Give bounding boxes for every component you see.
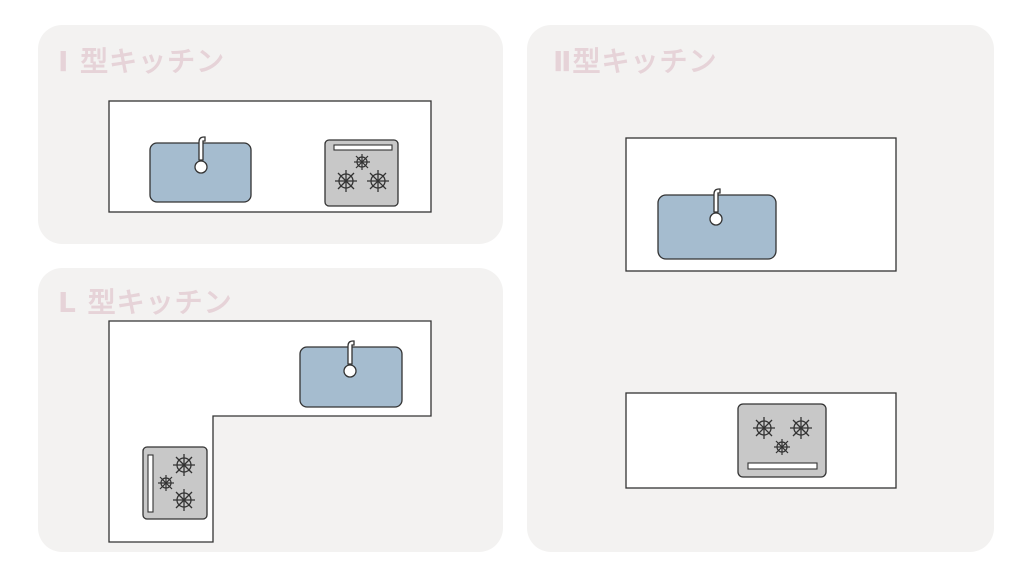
l-type-plan: [108, 320, 432, 543]
panel-title-ii-type: Ⅱ型キッチン: [553, 45, 718, 78]
burner-icon: [157, 474, 175, 492]
burner-icon: [366, 169, 390, 193]
i-type-plan: [108, 100, 432, 213]
gas-stove-icon: [142, 446, 208, 520]
burner-icon: [752, 416, 776, 440]
gas-stove-icon: [737, 403, 827, 478]
panel-title-i-type: I 型キッチン: [58, 45, 226, 78]
gas-stove-icon: [324, 139, 399, 207]
burner-icon: [773, 438, 791, 456]
burner-icon: [353, 153, 371, 171]
burner-icon: [334, 169, 358, 193]
burner-icon: [172, 488, 196, 512]
burner-icon: [789, 416, 813, 440]
panel-title-l-type: L 型キッチン: [58, 286, 233, 319]
burner-icon: [172, 453, 196, 477]
ii-type-plan: [625, 137, 897, 489]
sink-icon: [149, 136, 252, 203]
sink-icon: [657, 188, 777, 260]
sink-icon: [299, 340, 403, 408]
